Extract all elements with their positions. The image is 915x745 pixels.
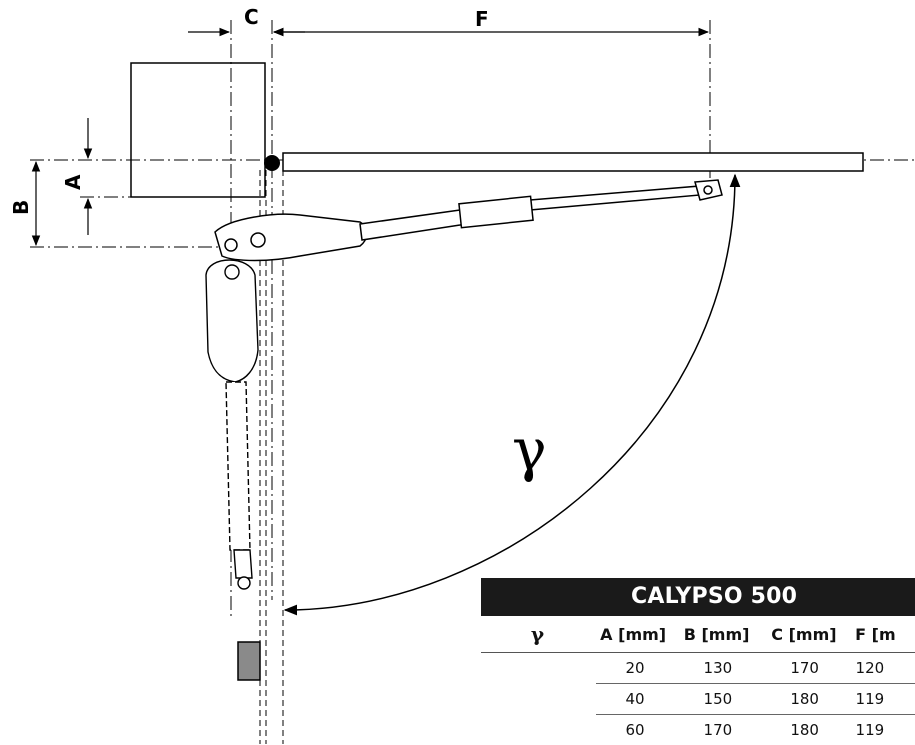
table-row: 40 150 180 119	[596, 684, 915, 715]
cell-f: 119	[855, 690, 885, 708]
opening-angle-symbol: γ	[512, 416, 547, 484]
dim-label-f: F	[475, 7, 489, 31]
cell-f: 120	[855, 659, 885, 677]
header-c: C [mm]	[771, 624, 837, 644]
header-gamma: γ	[530, 622, 545, 646]
header-a: A [mm]	[600, 624, 667, 644]
table-title: CALYPSO 500	[481, 578, 915, 616]
cell-a: 20	[625, 659, 645, 677]
cell-c: 180	[790, 721, 819, 739]
opening-arc	[283, 173, 741, 616]
spec-table: CALYPSO 500 γ A [mm] B [mm] C [mm] F [m …	[481, 578, 915, 745]
dimension-lines	[31, 27, 710, 247]
cell-f: 119	[855, 721, 885, 739]
cell-c: 180	[790, 690, 819, 708]
opener-arm-open	[214, 179, 723, 262]
dim-label-a: A	[61, 174, 85, 190]
opener-arm-closed	[205, 259, 259, 590]
hinge-point	[264, 155, 280, 171]
dim-label-c: C	[244, 5, 259, 29]
dim-label-b: B	[9, 200, 33, 215]
cell-a: 60	[625, 721, 645, 739]
cell-c: 170	[790, 659, 819, 677]
cell-a: 40	[625, 690, 645, 708]
table-header-row: γ A [mm] B [mm] C [mm] F [m	[481, 616, 915, 653]
header-f: F [m	[855, 624, 896, 644]
header-b: B [mm]	[683, 624, 750, 644]
table-row: 20 130 170 120	[596, 653, 915, 684]
cell-b: 130	[703, 659, 733, 677]
closed-gate-outline	[259, 170, 284, 744]
cell-b: 170	[703, 721, 733, 739]
gate-leaf	[282, 152, 864, 172]
gate-stop-block	[237, 641, 261, 681]
pillar-box	[130, 62, 266, 198]
cell-b: 150	[703, 690, 733, 708]
table-row: 60 170 180 119	[596, 715, 915, 745]
